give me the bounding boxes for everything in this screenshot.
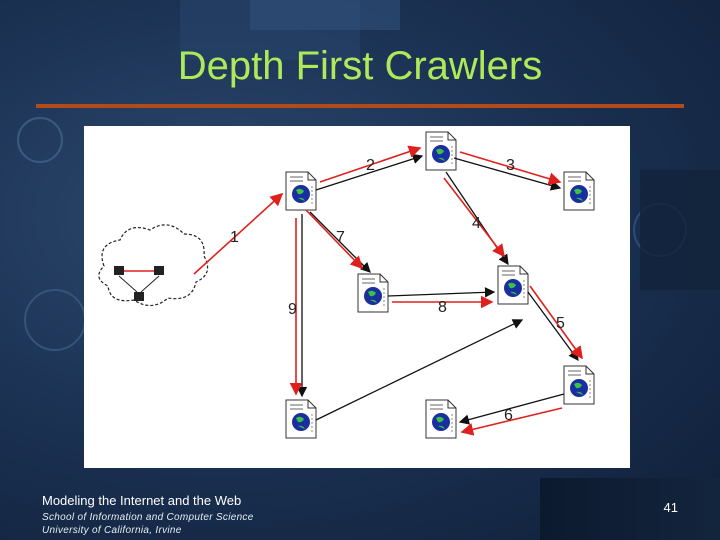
footer-university: University of California, Irvine [42, 525, 182, 536]
edge-label-1: 1 [230, 229, 239, 246]
web-page-icon [285, 171, 317, 211]
web-page-icon [425, 131, 457, 171]
edge-label-9: 9 [288, 301, 297, 318]
page-number-box [540, 478, 720, 540]
edge-label-2: 2 [366, 157, 375, 174]
edge-label-4: 4 [472, 215, 481, 232]
edge-label-7: 7 [336, 229, 345, 246]
web-page-icon [563, 365, 595, 405]
web-page-icon [563, 171, 595, 211]
web-page-icon [285, 399, 317, 439]
footer-school: School of Information and Computer Scien… [42, 512, 254, 523]
crawler-diagram: 1 2 3 4 5 6 7 8 9 [84, 126, 630, 468]
title-divider [36, 104, 684, 108]
discovered-links [296, 153, 579, 425]
network-cloud-icon [98, 224, 209, 307]
crawl-order-edges [193, 145, 583, 436]
edge-label-3: 3 [506, 157, 515, 174]
web-page-icon [425, 399, 457, 439]
web-page-icon [357, 273, 389, 313]
footer-course: Modeling the Internet and the Web [42, 493, 242, 508]
edge-label-6: 6 [504, 407, 513, 424]
edge-label-8: 8 [438, 299, 447, 316]
slide-title: Depth First Crawlers [177, 44, 543, 88]
web-page-icon [497, 265, 529, 305]
page-number: 41 [663, 500, 678, 515]
edge-label-5: 5 [556, 315, 565, 332]
